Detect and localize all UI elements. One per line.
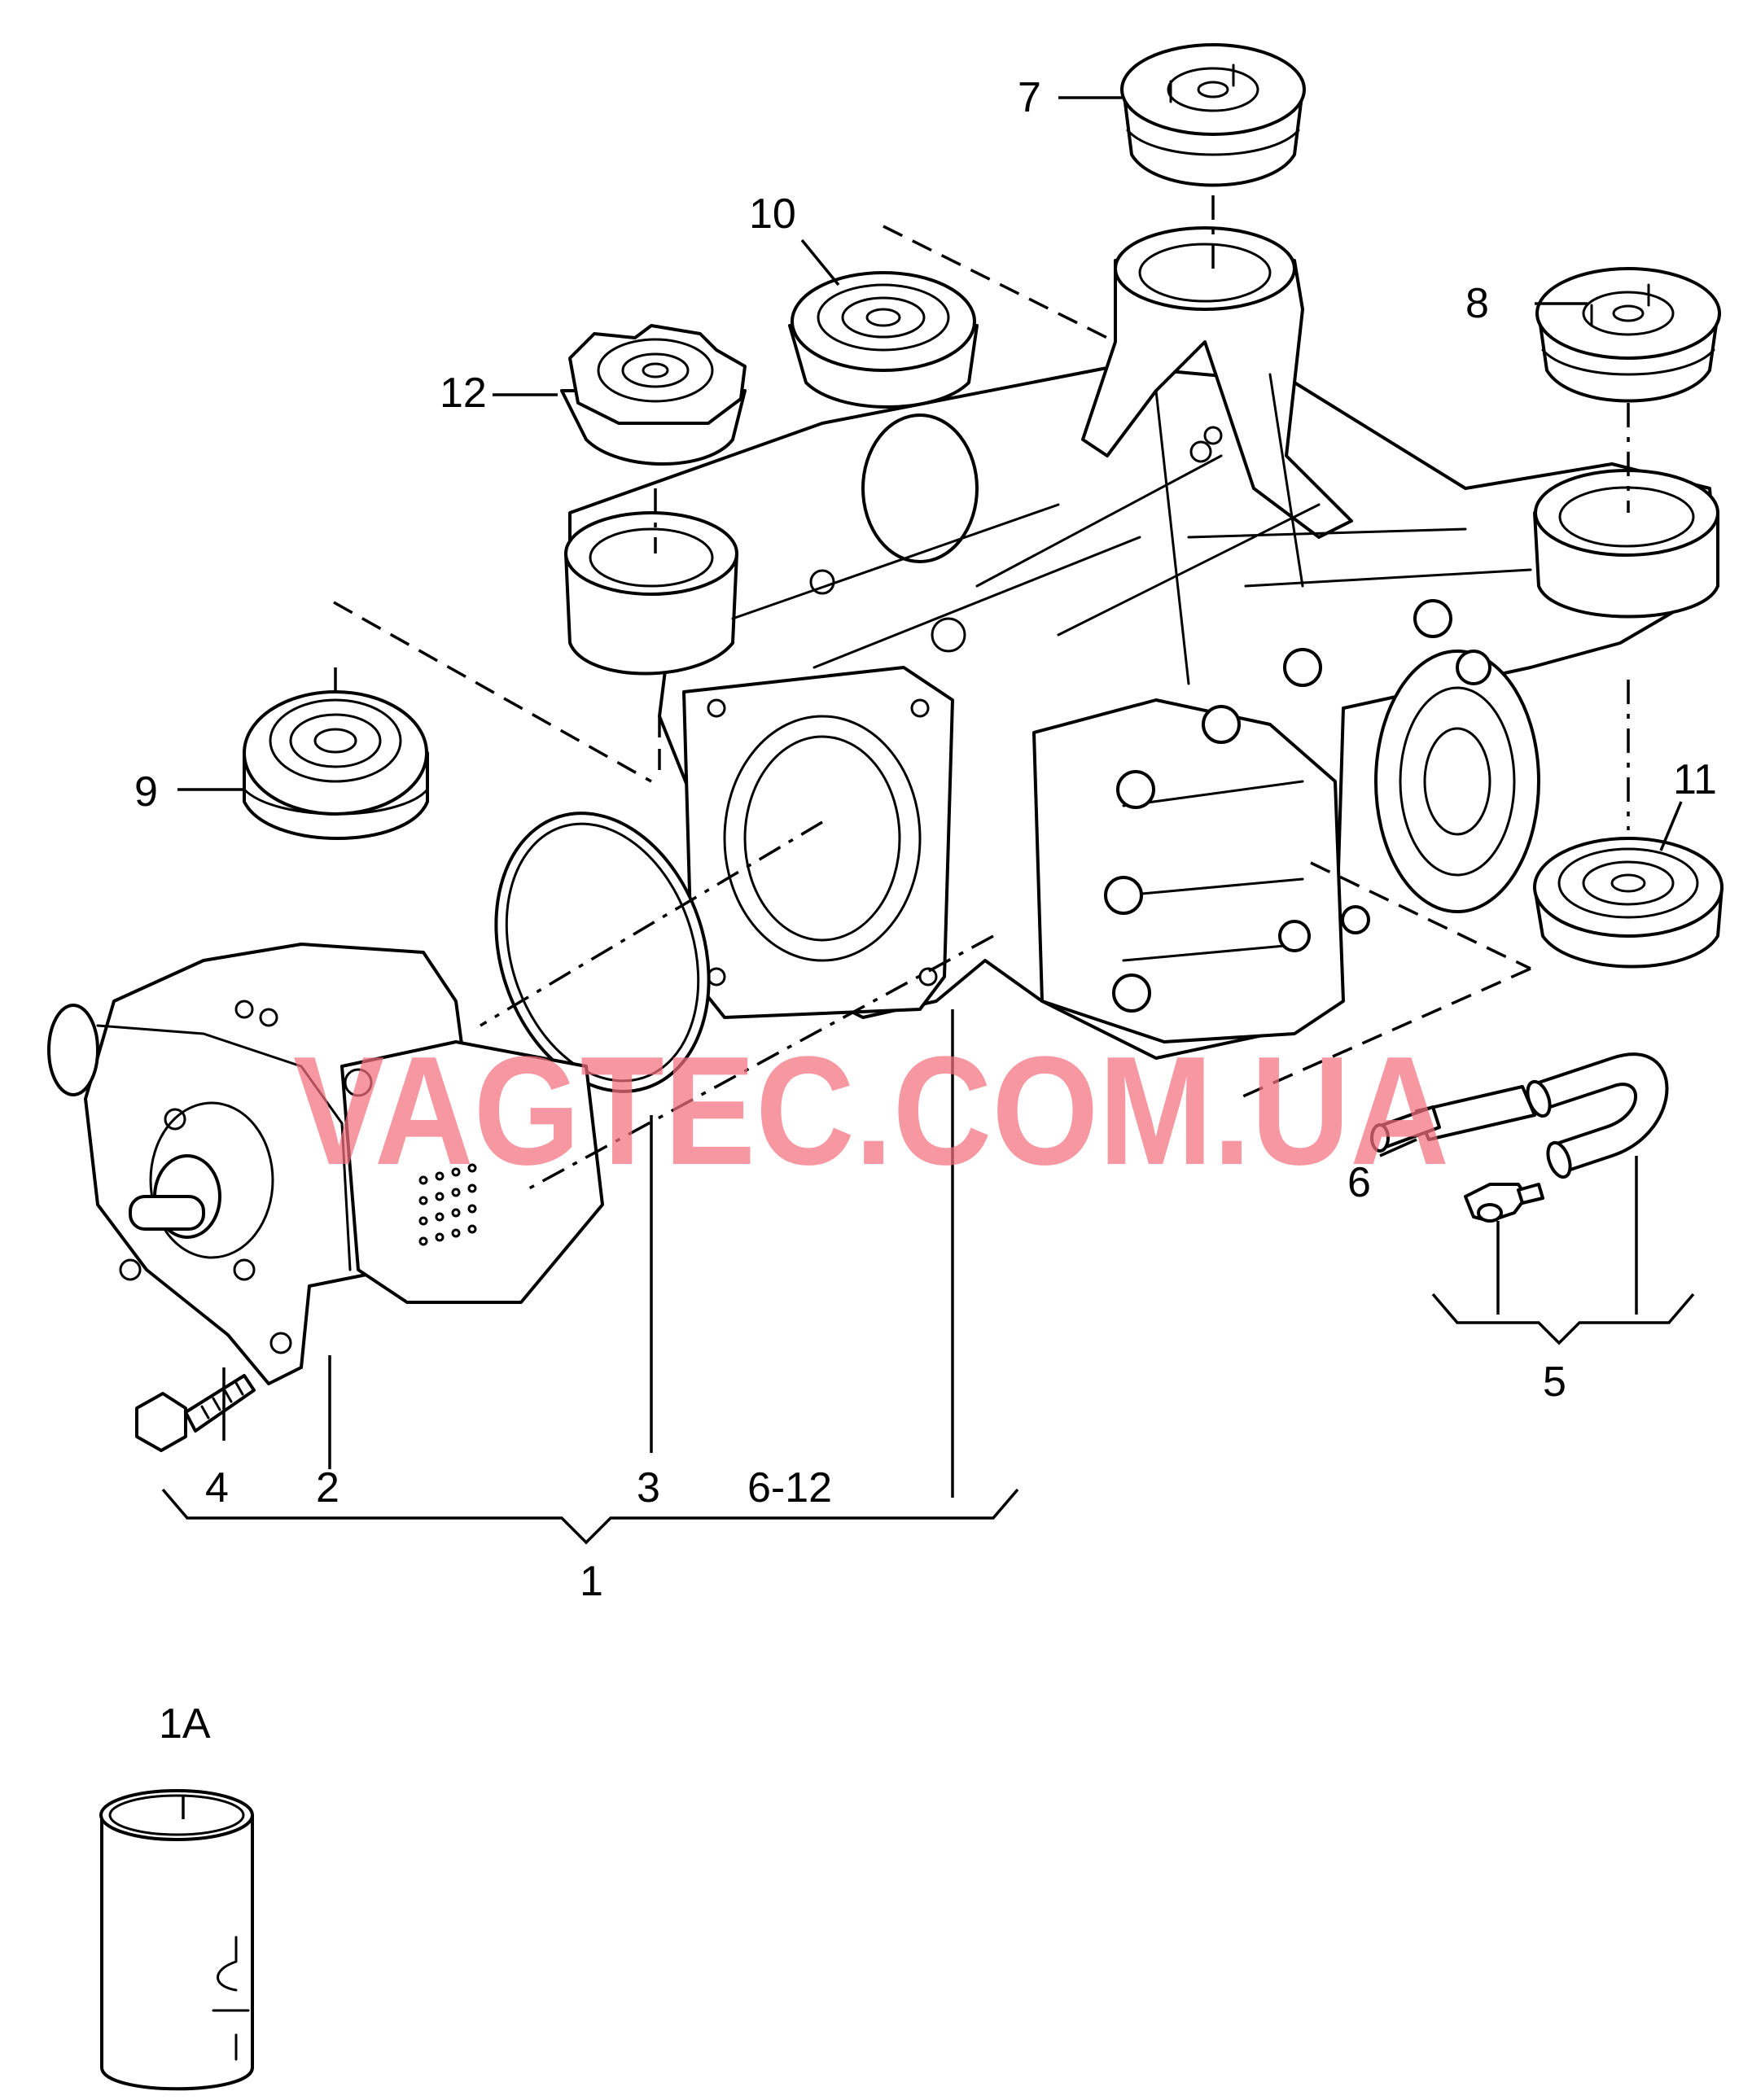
label-9: 9 [134, 768, 158, 816]
label-1a: 1A [159, 1700, 211, 1748]
label-5: 5 [1543, 1358, 1566, 1406]
hose-clip [1464, 1183, 1544, 1223]
label-10: 10 [749, 190, 796, 238]
bolt [135, 1374, 256, 1452]
label-11: 11 [1673, 756, 1717, 803]
mount-10 [788, 271, 979, 409]
oil-can [99, 1789, 254, 2091]
label-1: 1 [580, 1558, 603, 1605]
label-12: 12 [440, 370, 487, 417]
label-4: 4 [205, 1464, 229, 1512]
subframe-housing [564, 226, 1719, 1060]
assembly-lines [333, 195, 1630, 1190]
breather-fitting [1370, 1105, 1441, 1153]
label-2: 2 [316, 1464, 339, 1512]
label-6-12: 6-12 [747, 1464, 832, 1512]
watermark-text: VAGTEC.COM.UA [293, 1025, 1449, 1197]
mount-11 [1533, 837, 1724, 969]
mount-7 [1120, 43, 1306, 187]
callout-labels: 7 8 9 10 11 12 4 2 3 6-12 1 6 5 1A [134, 74, 1717, 1748]
mount-8 [1535, 267, 1721, 403]
mount-9 [243, 690, 429, 840]
vent-holes [418, 1163, 477, 1246]
leader-lines [161, 96, 1695, 1819]
label-7: 7 [1018, 74, 1041, 121]
label-6: 6 [1347, 1159, 1371, 1206]
breather-hose [1415, 1052, 1669, 1179]
coupling-pump-unit [47, 943, 604, 1385]
label-8: 8 [1465, 280, 1489, 327]
label-3: 3 [637, 1464, 660, 1512]
mount-12 [560, 324, 747, 466]
